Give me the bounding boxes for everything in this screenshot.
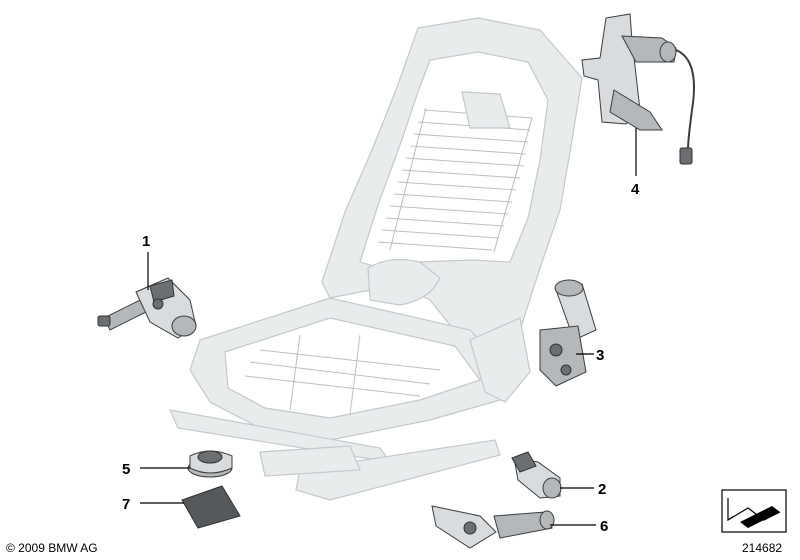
part-5-cap: [187, 450, 233, 478]
part-4-headrest-motor: [581, 13, 695, 165]
headrest-bracket: [461, 91, 511, 129]
seat-springs: [244, 334, 441, 416]
folded-corner-arrow-icon: [721, 489, 787, 533]
seat-rail-crossbar: [259, 445, 361, 477]
callout-6: 6: [600, 518, 608, 535]
callout-labels: 1 2 3 4 5 6 7: [122, 181, 640, 535]
part-6-longitudinal-motor: [431, 505, 555, 549]
callout-7: 7: [122, 496, 130, 513]
seat-frame: [168, 17, 583, 501]
callout-4: 4: [631, 181, 640, 198]
part-7-pad: [181, 485, 241, 529]
recliner-bracket: [469, 317, 531, 403]
part-1-seat-adjust-motor: [97, 277, 197, 339]
seat-rail-right: [295, 439, 501, 501]
callout-1: 1: [142, 233, 150, 250]
copyright-text: © 2009 BMW AG: [6, 541, 98, 555]
part-3-recliner-motor: [539, 279, 597, 387]
lumbar-support: [367, 258, 441, 306]
callout-2: 2: [598, 481, 606, 498]
seat-base-inner: [224, 317, 481, 419]
diagram-number: 214682: [742, 541, 783, 555]
leader-lines: [140, 128, 637, 526]
callout-5: 5: [122, 461, 130, 478]
part-2-motor: [511, 451, 562, 499]
callout-3: 3: [596, 347, 604, 364]
